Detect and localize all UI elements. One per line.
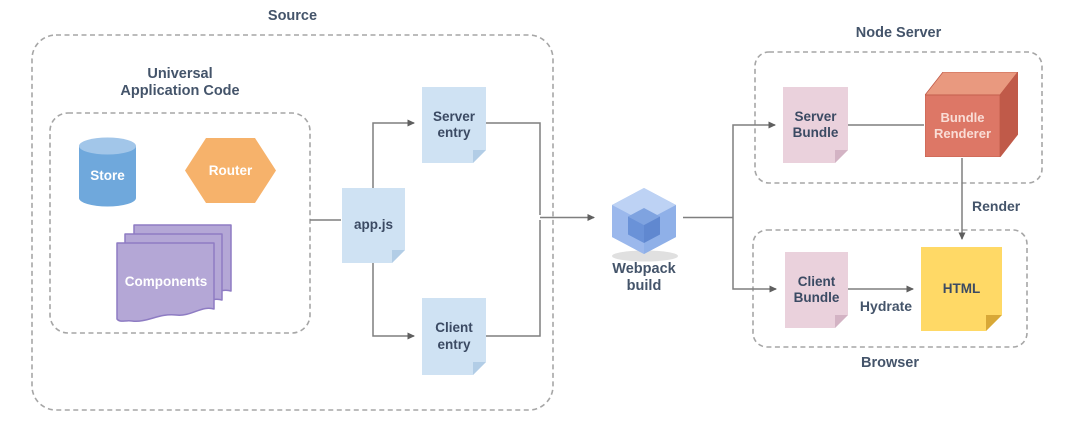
hydrate-edge-label: Hydrate <box>859 298 913 314</box>
webpack-cube-icon <box>612 188 676 254</box>
source-group-label: Source <box>267 8 318 24</box>
server-entry-node: Server entry <box>422 87 486 163</box>
render-edge-label: Render <box>972 198 1021 214</box>
server-entry-label: Server entry <box>432 108 476 140</box>
webpack-build-label: Webpack build <box>612 261 676 295</box>
html-label: HTML <box>942 280 981 296</box>
hexagon-icon <box>185 138 276 203</box>
components-label: Components <box>124 273 208 289</box>
server-bundle-node: Server Bundle <box>783 87 848 163</box>
store-node: Store <box>79 137 136 207</box>
edge-branch-to-client-bundle <box>732 217 777 293</box>
edge-client-entry-to-merge <box>486 220 541 337</box>
client-bundle-node: Client Bundle <box>785 252 848 328</box>
document-icon <box>342 188 405 263</box>
server-bundle-label: Server Bundle <box>792 108 839 140</box>
database-cylinder-icon <box>79 137 136 207</box>
client-entry-node: Client entry <box>422 298 486 375</box>
bundle-renderer-label: Bundle Renderer <box>933 109 992 141</box>
red-cube-icon <box>925 72 1018 157</box>
router-label: Router <box>208 163 253 178</box>
edge-branch-to-server-bundle <box>732 121 776 218</box>
document-icon <box>422 87 486 163</box>
document-icon <box>783 87 848 163</box>
stacked-sheets-icon <box>116 224 232 322</box>
document-icon <box>921 247 1002 331</box>
router-node: Router <box>185 138 276 203</box>
client-bundle-label: Client Bundle <box>793 273 840 305</box>
edge-server-entry-to-merge <box>486 122 541 215</box>
appjs-label: app.js <box>353 217 393 233</box>
universal-app-code-label: Universal Application Code <box>120 66 240 100</box>
appjs-node: app.js <box>342 188 405 263</box>
bundle-renderer-node: Bundle Renderer <box>925 72 1018 157</box>
edge-appjs-to-server-entry <box>372 119 415 188</box>
store-label: Store <box>90 167 125 183</box>
document-icon <box>422 298 486 375</box>
components-node: Components <box>116 224 236 324</box>
webpack-node <box>609 187 679 255</box>
node-server-group-label: Node Server <box>855 25 942 41</box>
client-entry-label: Client entry <box>435 320 473 352</box>
edge-appjs-to-client-entry <box>372 263 415 340</box>
browser-group-label: Browser <box>860 355 920 371</box>
document-icon <box>785 252 848 328</box>
html-node: HTML <box>921 247 1002 331</box>
